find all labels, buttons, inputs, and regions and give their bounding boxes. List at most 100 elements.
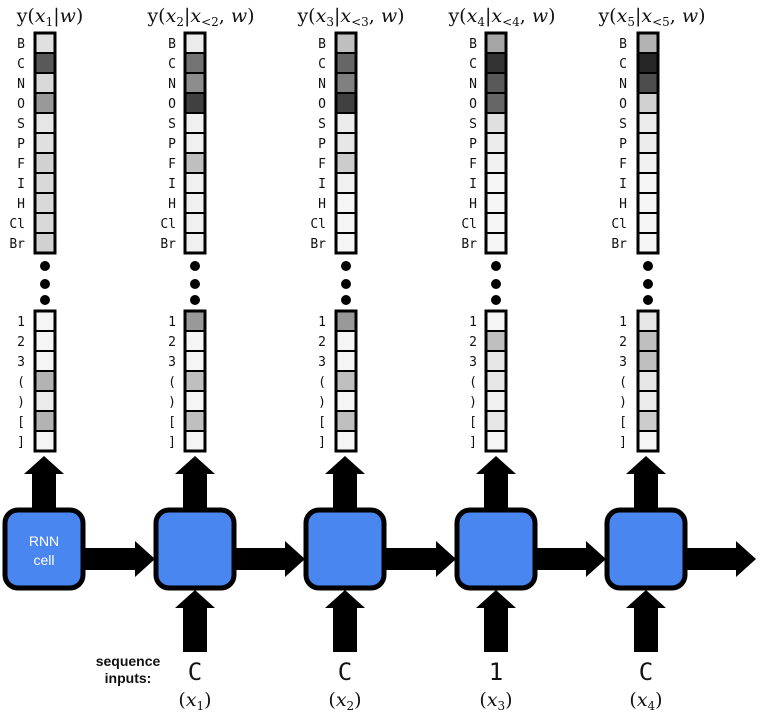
token-label: Br: [9, 237, 25, 252]
input-token: C: [188, 658, 202, 686]
prob-cell: [637, 410, 659, 432]
input-token: C: [338, 658, 352, 686]
ellipsis-dot: [40, 279, 50, 289]
token-label: S: [17, 117, 25, 132]
input-token: 1: [489, 658, 503, 686]
token-label: H: [469, 197, 477, 212]
prob-cell: [184, 310, 206, 332]
prob-cell: [485, 152, 507, 174]
prob-cell: [184, 172, 206, 194]
token-label: I: [17, 177, 25, 192]
token-label: ): [619, 395, 627, 410]
cell-label-line2: cell: [33, 552, 54, 568]
prob-cell: [637, 232, 659, 254]
prob-cell: [335, 350, 357, 372]
prob-cell: [184, 370, 206, 392]
ellipsis-dot: [643, 261, 653, 271]
token-label: ]: [318, 435, 326, 450]
token-label: 2: [318, 335, 326, 350]
inputs-label-line1: sequence: [96, 653, 161, 669]
token-label: C: [17, 57, 25, 72]
token-label: Cl: [9, 217, 25, 232]
token-label: (: [469, 375, 477, 390]
prob-cell: [485, 192, 507, 214]
token-label: Br: [461, 237, 477, 252]
prob-cell: [34, 52, 56, 74]
token-label: S: [318, 117, 326, 132]
token-label: O: [619, 97, 627, 112]
prob-cell: [637, 152, 659, 174]
prob-cell: [184, 32, 206, 54]
prob-cell: [637, 172, 659, 194]
ellipsis-dot: [491, 295, 501, 305]
token-label: [: [469, 415, 477, 430]
prob-vector-top: [484, 31, 508, 255]
output-arrow: [325, 456, 365, 514]
token-label: O: [168, 97, 176, 112]
output-distribution-titles: y(x1|w)y(x2|x<2, w)y(x3|x<3, w)y(x4|x<4,…: [16, 5, 706, 29]
arrows: [24, 456, 756, 652]
prob-cell: [335, 430, 357, 452]
prob-cell: [485, 310, 507, 332]
prob-vector-bottom: [33, 309, 57, 453]
token-label: 2: [17, 335, 25, 350]
token-label: P: [17, 137, 25, 152]
token-label: F: [168, 157, 176, 172]
token-label: N: [17, 77, 25, 92]
ellipsis-dot: [190, 261, 200, 271]
input-token: C: [639, 658, 653, 686]
prob-cell: [637, 52, 659, 74]
probability-vectors: [33, 31, 660, 453]
prob-cell: [184, 92, 206, 114]
prob-cell: [485, 370, 507, 392]
ellipsis-dot: [491, 261, 501, 271]
token-label: Cl: [310, 217, 326, 232]
ellipsis-dot: [491, 279, 501, 289]
inputs-label-line2: inputs:: [105, 670, 152, 686]
output-arrow: [175, 456, 215, 514]
prob-cell: [335, 370, 357, 392]
token-label: O: [17, 97, 25, 112]
prob-cell: [637, 370, 659, 392]
rnn-cell: [2, 507, 86, 591]
prob-cell: [485, 390, 507, 412]
token-label: C: [168, 57, 176, 72]
prob-cell: [485, 212, 507, 234]
token-label: 2: [168, 335, 176, 350]
token-label: 3: [619, 355, 627, 370]
input-variable: (x3): [479, 689, 512, 713]
prob-cell: [637, 390, 659, 412]
prob-cell: [637, 132, 659, 154]
token-label: 1: [619, 315, 627, 330]
prob-cell: [34, 310, 56, 332]
prob-cell: [184, 52, 206, 74]
token-label: C: [318, 57, 326, 72]
token-label: P: [318, 137, 326, 152]
prob-cell: [485, 350, 507, 372]
prob-cell: [335, 32, 357, 54]
prob-vector-bottom: [636, 309, 660, 453]
prob-vector-bottom: [484, 309, 508, 453]
token-label: S: [168, 117, 176, 132]
rnn-cells: RNN cell: [2, 507, 688, 591]
token-label: [: [619, 415, 627, 430]
ellipsis-dot: [40, 295, 50, 305]
input-variable: (x4): [629, 689, 662, 713]
token-label: N: [469, 77, 477, 92]
token-label: H: [619, 197, 627, 212]
prob-cell: [637, 310, 659, 332]
token-label: Cl: [160, 217, 176, 232]
output-title: y(x3|x<3, w): [296, 5, 404, 29]
prob-cell: [335, 192, 357, 214]
prob-cell: [34, 350, 56, 372]
prob-vector-top: [636, 31, 660, 255]
cell-label-line1: RNN: [29, 533, 59, 549]
prob-cell: [335, 152, 357, 174]
prob-cell: [485, 132, 507, 154]
prob-cell: [335, 410, 357, 432]
token-label: 1: [17, 315, 25, 330]
prob-cell: [485, 92, 507, 114]
token-label: [: [318, 415, 326, 430]
token-label: ): [318, 395, 326, 410]
